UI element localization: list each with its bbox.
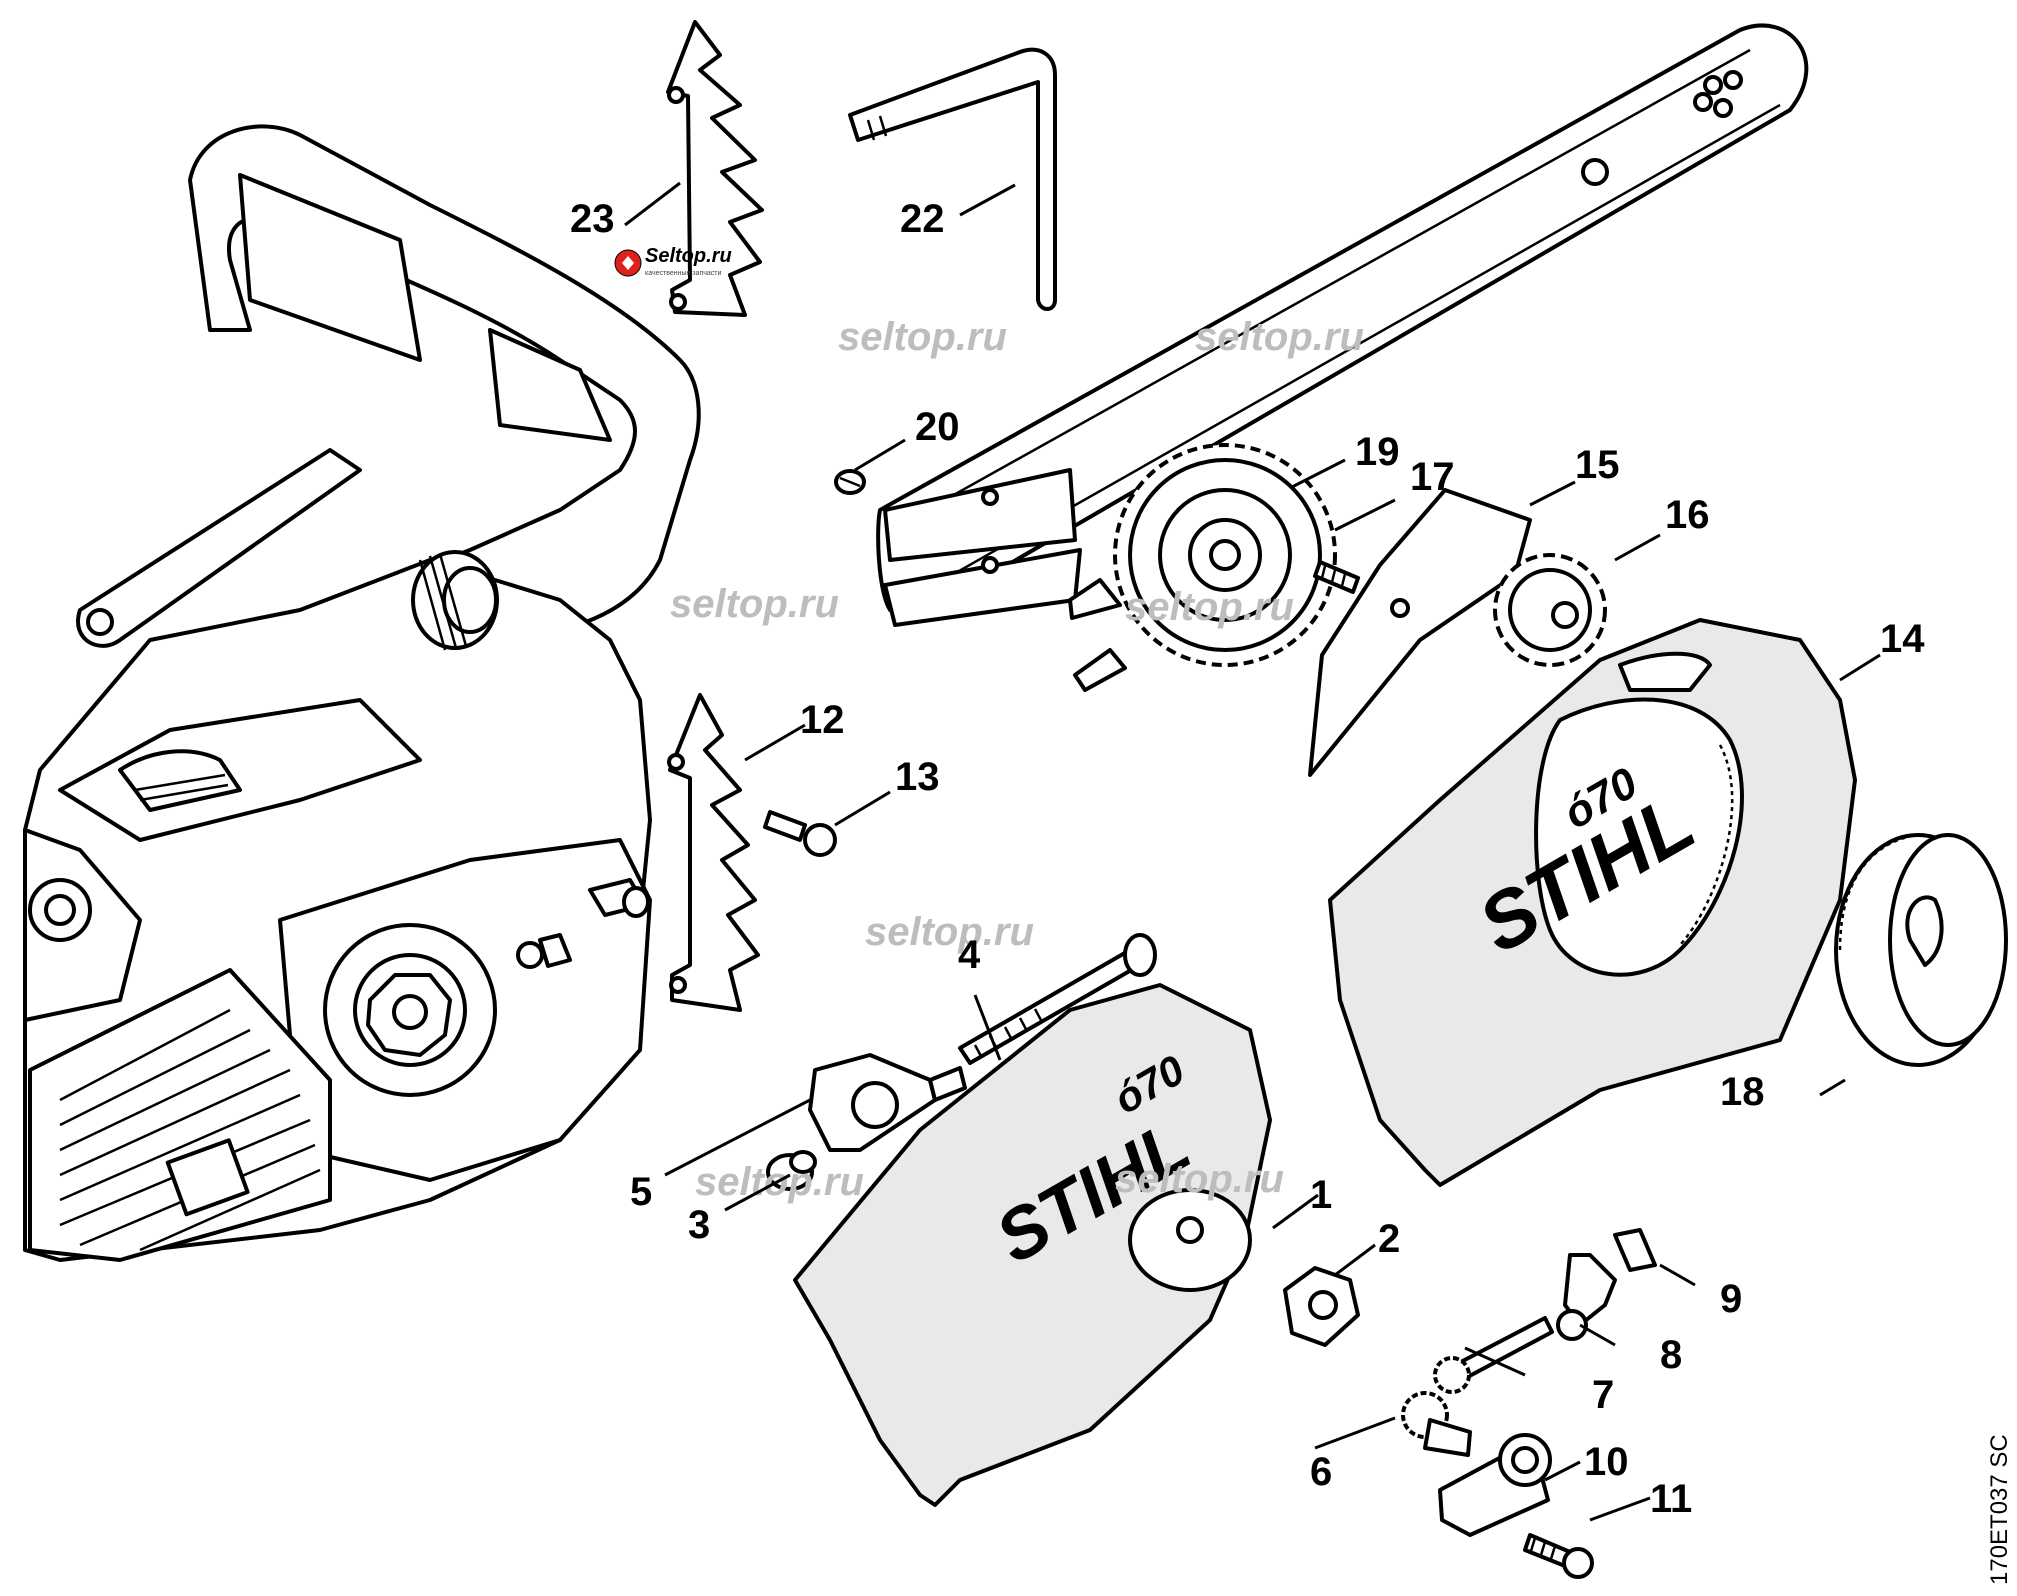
pinion-housing [1438,1433,1552,1537]
callout-16: 16 [1665,493,1710,537]
svg-text:seltop.ru: seltop.ru [838,315,1007,359]
logo-name: Seltop.ru [645,245,732,267]
callout-12: 12 [800,698,845,742]
seltop-logo: Seltop.ru качественные запчасти [614,245,732,277]
callout-14: 14 [1880,617,1925,661]
callout-1: 1 [1310,1173,1332,1217]
hex-key [848,47,1057,311]
sprocket-cover: STIHL ó70 [793,983,1272,1507]
callout-6: 6 [1310,1450,1332,1494]
callout-22: 22 [900,197,945,241]
svg-text:seltop.ru: seltop.ru [865,910,1034,954]
callout-11: 11 [1650,1477,1692,1521]
small-screw [1313,560,1360,594]
bumper-spike-lower [668,693,760,1012]
callout-20: 20 [915,405,960,449]
callout-15: 15 [1575,443,1620,487]
muffler-grille [28,968,332,1262]
callout-8: 8 [1660,1333,1682,1377]
quick-chain-cover: STIHL ó70 [1328,618,1857,1187]
svg-text:seltop.ru: seltop.ru [1125,585,1294,629]
tensioner-spindle [958,933,1157,1065]
handle-brace [76,448,362,648]
chainsaw-body [23,124,701,1262]
handle-slot-upper [238,173,422,362]
tensioner-slide [808,1053,967,1152]
bar-screw [834,469,866,495]
toothed-wheel [1068,443,1337,692]
svg-text:seltop.ru: seltop.ru [1195,315,1364,359]
callout-19: 19 [1355,430,1400,474]
callout-4: 4 [958,933,981,977]
callout-5: 5 [630,1170,652,1214]
bracket [1556,1253,1617,1341]
callout-labels: 1 2 3 4 5 6 7 8 9 10 11 12 13 14 15 16 1… [570,197,1925,1521]
adjusting-screw [1433,1316,1554,1394]
svg-text:seltop.ru: seltop.ru [670,582,839,626]
bumper-spike-upper [666,20,764,317]
screw [1523,1533,1594,1579]
logo-tagline: качественные запчасти [645,270,721,277]
callout-7: 7 [1592,1373,1614,1417]
callout-17: 17 [1410,455,1455,499]
callout-2: 2 [1378,1217,1400,1261]
spike-screw [763,810,837,857]
clip [1613,1228,1657,1272]
svg-text:seltop.ru: seltop.ru [1115,1157,1284,1201]
callout-3: 3 [688,1203,710,1247]
callout-18: 18 [1720,1070,1765,1114]
callout-13: 13 [895,755,940,799]
handwheel [1834,833,2008,1067]
handle-slot-lower [488,328,612,442]
callout-23: 23 [570,197,615,241]
leader-lines [624,181,1881,1522]
drawing-code: 170ET037 SC [1986,1434,2013,1585]
adjusting-gear [1401,1391,1472,1457]
collar-nut [1283,1266,1360,1347]
callout-9: 9 [1720,1277,1742,1321]
callout-10: 10 [1584,1440,1629,1484]
guide-bar [876,23,1809,612]
knob [1493,553,1607,667]
guide-plate [1308,488,1532,777]
